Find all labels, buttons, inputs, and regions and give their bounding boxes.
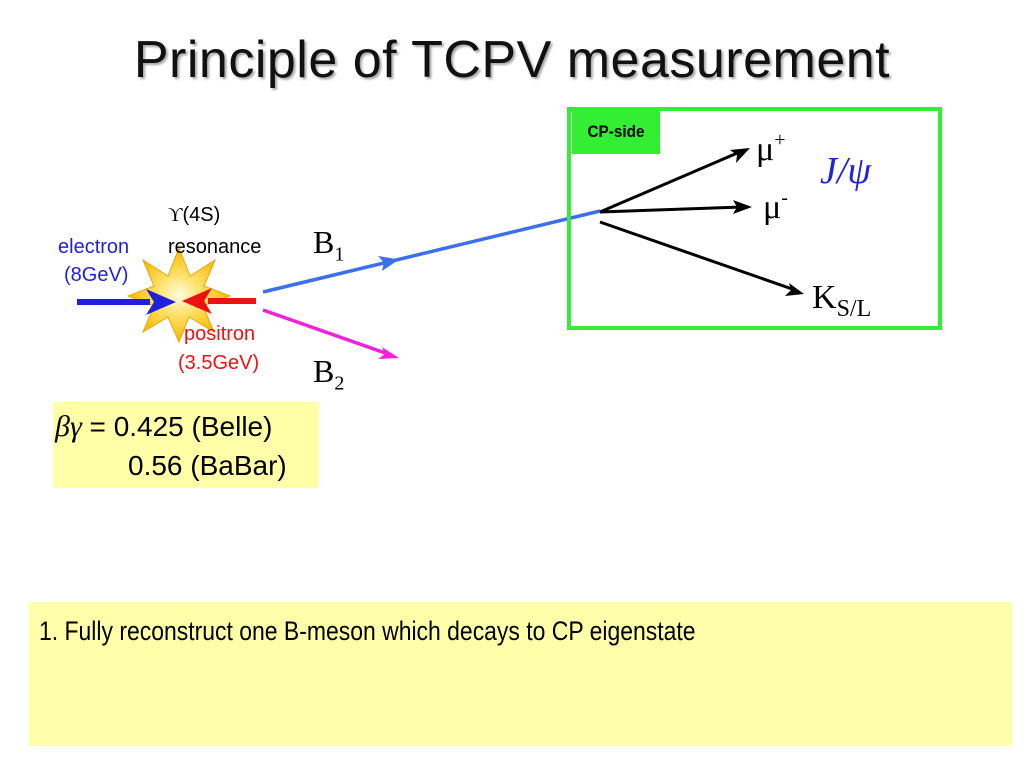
collision-burst <box>126 246 232 344</box>
cp-side-frame <box>567 107 942 330</box>
mu-minus-arrow <box>599 200 752 214</box>
slide-title: Principle of TCPV measurement <box>133 31 891 89</box>
mu-plus-arrow <box>599 148 750 214</box>
b1-base: B <box>313 224 335 260</box>
b1-subscript: 1 <box>334 243 345 266</box>
jpsi-label: J/ψ <box>820 150 872 192</box>
electron-energy: (8GeV) <box>64 264 129 286</box>
kshort-label: KS/L <box>812 281 871 321</box>
positron-label: positron <box>184 323 256 345</box>
b2-base: B <box>313 353 335 389</box>
electron-label: electron <box>58 236 130 258</box>
mu-plus-label: μ+ <box>756 130 786 167</box>
kshort-arrow <box>599 220 804 296</box>
kshort-base: K <box>812 279 837 316</box>
boost-factor-box: βγ = 0.425 (Belle) 0.56 (BaBar) <box>53 402 319 488</box>
resonance-label: resonance <box>168 236 262 258</box>
boost-value-belle: 0.425 (Belle) <box>113 411 273 442</box>
positron-energy: (3.5GeV) <box>178 352 260 374</box>
b2-label: B2 <box>313 355 344 393</box>
step-1-text: 1. Fully reconstruct one B-meson which d… <box>39 616 696 646</box>
positron-arrow <box>182 288 256 314</box>
b1-arrow <box>262 209 601 294</box>
mu-minus-label: μ- <box>763 188 788 225</box>
mu-plus-base: μ <box>756 131 775 168</box>
resonance-state: (4S) <box>182 204 221 226</box>
mu-minus-base: μ <box>763 189 782 226</box>
boost-line-belle: βγ = 0.425 (Belle) <box>55 410 272 444</box>
step-box: 1. Fully reconstruct one B-meson which d… <box>29 602 1012 746</box>
cp-side-tag: CP-side <box>571 110 661 154</box>
b1-label: B1 <box>313 226 344 264</box>
b2-arrow <box>262 308 399 359</box>
resonance-name: ϒ(4S) <box>168 205 220 225</box>
b2-subscript: 2 <box>334 372 345 395</box>
upsilon-symbol: ϒ <box>168 204 183 226</box>
mu-plus-superscript: + <box>774 129 786 151</box>
boost-equals: = <box>81 411 114 442</box>
mu-minus-superscript: - <box>781 187 788 209</box>
boost-value-babar: 0.56 (BaBar) <box>128 450 287 481</box>
beta-gamma-symbol: βγ <box>55 410 82 443</box>
kshort-subscript: S/L <box>836 295 872 322</box>
electron-arrow <box>77 289 176 315</box>
